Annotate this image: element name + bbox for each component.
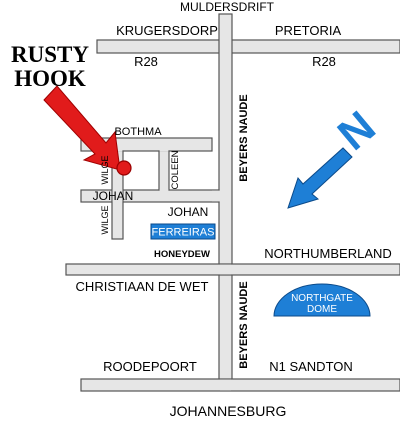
title-line2: HOOK [14, 66, 86, 91]
roads [65, 13, 400, 392]
location-pointer-icon [43, 85, 121, 171]
label-r28-left: R28 [134, 54, 158, 69]
label-beyers-naude-upper: BEYERS NAUDE [238, 94, 250, 181]
ferreiras-label: FERREIRAS [152, 227, 215, 239]
road-joins [112, 41, 231, 391]
compass-letter: N [329, 102, 385, 160]
northgate-label-line1: NORTHGATE [291, 293, 353, 304]
northgate-label-line2: DOME [307, 304, 337, 315]
rusty-hook-marker-icon [116, 160, 132, 176]
label-wilge-lower: WILGE [100, 205, 110, 234]
label-christiaan-de-wet: CHRISTIAAN DE WET [76, 279, 209, 294]
label-northumberland: NORTHUMBERLAND [264, 246, 392, 261]
label-roodepoort: ROODEPOORT [103, 359, 197, 374]
title-line1: RUSTY [11, 42, 89, 67]
road-r28 [96, 39, 400, 54]
road-northumberland [65, 263, 400, 276]
label-johan-left: JOHAN [93, 189, 134, 203]
label-honeydew: HONEYDEW [154, 249, 210, 260]
road-beyers-naude [218, 13, 233, 391]
label-coleen: COLEEN [170, 150, 181, 189]
label-johan-right: JOHAN [168, 205, 209, 219]
ferreiras-landmark: FERREIRAS [150, 223, 216, 240]
label-r28-right: R28 [312, 54, 336, 69]
label-muldersdrift: MULDERSDRIFT [180, 0, 275, 14]
road-coleen [158, 150, 170, 191]
label-wilge-upper: WILGE [100, 155, 110, 184]
label-n1-sandton: N1 SANDTON [269, 359, 353, 374]
northgate-dome-landmark: NORTHGATE DOME [273, 283, 371, 317]
label-johannesburg: JOHANNESBURG [170, 403, 287, 419]
label-beyers-naude-lower: BEYERS NAUDE [238, 281, 250, 368]
road-roodepoort [80, 378, 400, 392]
label-bothma: BOTHMA [114, 126, 162, 138]
north-arrow-icon: N [287, 102, 385, 209]
label-krugersdorp: KRUGERSDORP [116, 23, 218, 38]
label-pretoria: PRETORIA [275, 23, 342, 38]
